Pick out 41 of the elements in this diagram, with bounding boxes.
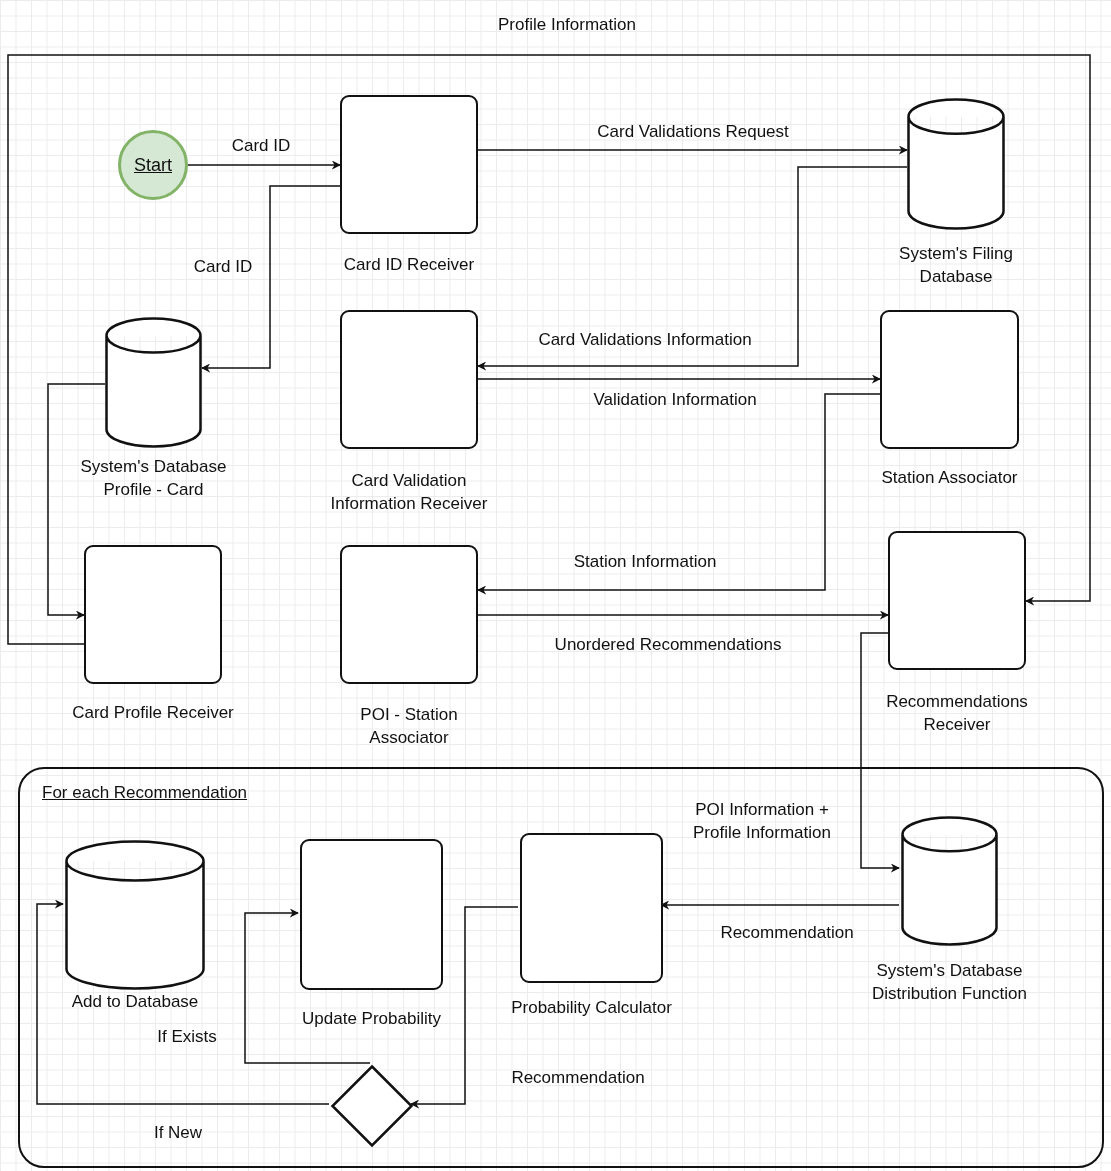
arrow: [477, 393, 881, 595]
arrow: [187, 160, 341, 170]
arrow: [410, 906, 519, 1109]
edge-label: If Exists: [157, 1025, 217, 1048]
arrow: [860, 632, 900, 873]
node-label: Card Profile Receiver: [72, 702, 234, 724]
arrow: [244, 908, 371, 1064]
node-label: System's Database Distribution Function: [871, 960, 1028, 1005]
arrow: [477, 145, 908, 155]
node-label: Station Associator: [881, 467, 1018, 489]
arrow: [477, 610, 889, 620]
edge-label: Profile Information: [498, 13, 636, 36]
edge-label: Card Validations Information: [538, 328, 752, 351]
edge-label: POI Information + Profile Information: [692, 799, 832, 844]
node-label: System's Filing Database: [898, 243, 1014, 288]
arrow: [47, 383, 106, 620]
edge-label: Station Information: [573, 550, 717, 573]
node-label: POI - Station Associator: [359, 704, 459, 749]
arrow: [7, 54, 1091, 645]
arrow: [477, 374, 881, 384]
edge-label: Card Validations Request: [597, 120, 789, 143]
start-circle: Start: [118, 130, 188, 200]
arrow: [36, 899, 330, 1105]
node-label: System's Database Profile - Card: [79, 456, 228, 501]
edge-label: Unordered Recommendations: [554, 633, 782, 656]
edge-label: Card ID: [193, 255, 253, 278]
node-label: Card ID Receiver: [343, 254, 475, 276]
loop-frame: [18, 767, 1104, 1168]
node-label: Recommendations Receiver: [885, 691, 1029, 736]
edge-label: Recommendation: [511, 1066, 645, 1089]
frame-title: For each Recommendation: [42, 783, 248, 803]
edge-label: Recommendation: [720, 921, 854, 944]
node-label: Probability Calculator: [511, 997, 672, 1019]
node-label: Add to Database: [71, 991, 199, 1013]
node-label: Update Probability: [302, 1008, 441, 1030]
edge-label: Validation Information: [593, 388, 757, 411]
edge-label: If New: [153, 1121, 203, 1144]
node-label: Card Validation Information Receiver: [329, 470, 489, 515]
arrow: [201, 185, 341, 373]
arrow: [477, 166, 908, 371]
edge-label: Card ID: [231, 134, 291, 157]
